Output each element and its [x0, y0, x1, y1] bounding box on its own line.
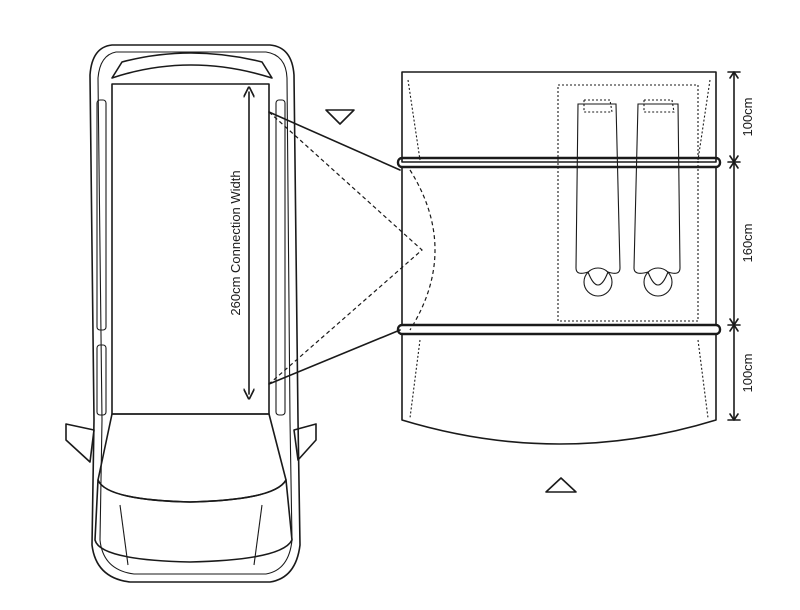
sleeping-bag-right: [633, 103, 681, 286]
dim-arrow-bottom: [729, 324, 739, 421]
side-window-right: [275, 99, 286, 416]
sleeping-bag-left-head: [583, 267, 613, 297]
vehicle-body-inner-outline: [97, 51, 293, 575]
dim-label-bottom: 100cm: [740, 353, 755, 392]
bonnet: [94, 479, 293, 563]
vehicle-body-outline: [89, 44, 301, 583]
dim-label-middle: 160cm: [740, 223, 755, 262]
tent-middle-section: [401, 166, 717, 325]
inner-bedroom: [557, 84, 699, 322]
direction-triangle-top: [325, 109, 355, 125]
tent-dimensions: 100cm 160cm 100cm: [727, 71, 755, 421]
tunnel-dashed-curve: [409, 169, 436, 331]
awning-tent: [396, 71, 722, 445]
windscreen: [97, 413, 287, 503]
tent-bottom-section: [401, 333, 717, 445]
tent-top-inner-dotted-right: [697, 79, 711, 161]
tent-bottom-inner-dotted-right: [697, 339, 709, 419]
awning-connection-tunnel: [268, 111, 436, 385]
tent-upper-pole: [396, 156, 722, 169]
rear-window: [111, 52, 273, 79]
tent-bottom-inner-dotted-left: [409, 339, 421, 419]
connection-width-label: 260cm Connection Width: [228, 170, 243, 315]
tunnel-outline: [268, 111, 401, 385]
bonnet-crease-left: [119, 504, 129, 566]
tunnel-dashed-roof: [268, 111, 423, 385]
side-window-left-rear: [96, 99, 107, 331]
mirror-left: [65, 423, 95, 463]
vehicle-top-view: 260cm Connection Width: [65, 44, 317, 583]
sleeping-bag-right-head: [643, 267, 673, 297]
direction-triangle-bottom: [545, 477, 577, 493]
sleeping-bag-left-inner: [583, 99, 613, 113]
mirror-right: [293, 423, 317, 461]
roof-area: [111, 83, 270, 415]
sleeping-bag-right-inner: [643, 99, 675, 113]
tent-lower-pole: [396, 323, 722, 336]
side-window-left-front: [96, 344, 107, 416]
sleeping-bag-left: [575, 103, 621, 286]
tent-top-section: [401, 71, 717, 163]
bonnet-crease-right: [253, 504, 263, 566]
dim-label-top: 100cm: [740, 97, 755, 136]
tent-top-inner-dotted: [407, 79, 421, 161]
